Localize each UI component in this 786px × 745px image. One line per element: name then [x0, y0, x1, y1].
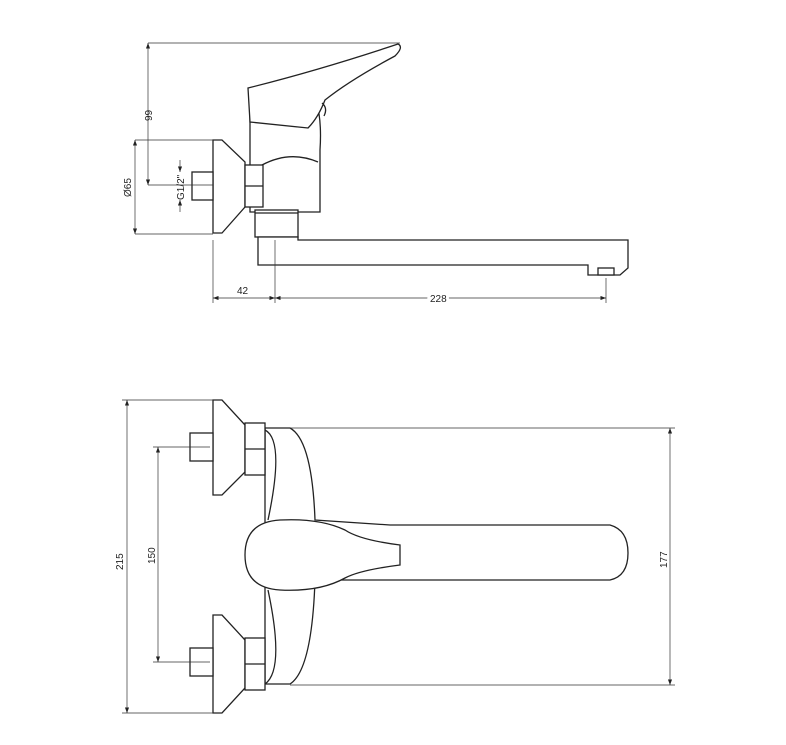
aerator — [597, 267, 615, 276]
dim-228: 228 — [430, 294, 447, 305]
spout-collar — [254, 209, 299, 238]
dim-177: 177 — [659, 551, 670, 568]
body-and-spout — [264, 427, 629, 685]
lever-handle — [247, 43, 402, 129]
dim-42: 42 — [237, 286, 249, 297]
spout — [257, 236, 629, 276]
lower-flange — [212, 614, 246, 714]
inlet-pipe — [191, 171, 214, 201]
top-view: 215 150 177 — [113, 399, 675, 714]
dimension-lines — [122, 399, 675, 714]
dim-150: 150 — [147, 547, 158, 564]
dim-thread: G1/2" — [176, 174, 187, 200]
faucet-side-outline — [191, 43, 629, 276]
dim-flange-diameter: Ø65 — [123, 178, 134, 197]
dim-99: 99 — [144, 109, 155, 121]
side-view: 99 Ø65 G1/2" 42 228 — [123, 42, 629, 308]
dim-215: 215 — [115, 553, 126, 570]
faucet-top-outline — [189, 399, 629, 714]
lever-top — [244, 519, 401, 591]
dimension-lines — [132, 42, 607, 303]
wall-flange — [212, 139, 246, 234]
upper-flange — [212, 399, 246, 496]
